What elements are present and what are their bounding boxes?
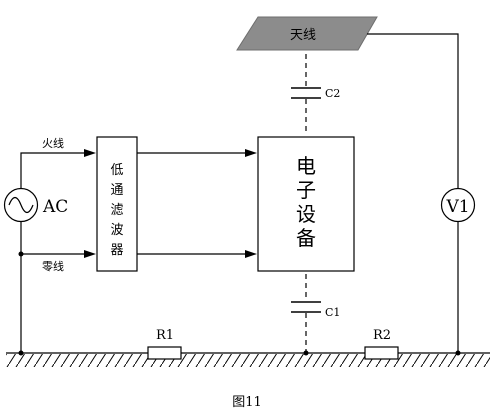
device-char-3: 设	[296, 202, 316, 226]
sine-wave-icon	[8, 196, 34, 214]
fire-wire-arrow	[84, 149, 96, 157]
zero-wire-arrow	[84, 250, 96, 258]
voltmeter-label: V1	[445, 197, 469, 217]
junction-dot-ground-mid	[303, 350, 309, 356]
device-char-1: 电	[296, 154, 316, 178]
resistor-r2	[364, 346, 399, 360]
junction-dot-ground-left	[18, 350, 24, 356]
device-top-arrow	[245, 149, 257, 157]
filter-char-1: 低	[110, 163, 123, 178]
junction-dot-ground-right	[455, 350, 461, 356]
fire-wire-label: 火线	[42, 136, 64, 150]
r1-label: R1	[156, 328, 174, 343]
low-pass-filter-box	[96, 136, 138, 272]
device-char-4: 备	[296, 226, 316, 250]
filter-device-wiring	[137, 152, 245, 255]
filter-char-5: 器	[110, 243, 123, 258]
voltmeter	[440, 187, 476, 223]
resistor-r1	[147, 346, 182, 360]
capacitor-c1	[291, 301, 321, 313]
junction-dot-zero	[18, 251, 24, 257]
device-bottom-arrow	[245, 250, 257, 258]
filter-char-2: 通	[110, 183, 123, 198]
zero-wire-label: 零线	[42, 259, 64, 273]
antenna-plate	[236, 16, 378, 51]
antenna-label: 天线	[290, 28, 316, 43]
c1-label: C1	[325, 306, 340, 319]
filter-char-3: 滤	[110, 203, 123, 218]
figure-caption: 图11	[232, 395, 262, 410]
c2-label: C2	[325, 87, 340, 100]
ground-hatch	[6, 354, 490, 367]
capacitor-c2	[291, 87, 321, 99]
source-wiring	[20, 152, 84, 353]
ac-label: AC	[42, 197, 68, 217]
device-char-2: 子	[296, 178, 316, 202]
r2-label: R2	[373, 328, 391, 343]
antenna-meter-wire	[367, 33, 459, 353]
electronic-device-box	[257, 136, 355, 272]
filter-char-4: 波	[110, 223, 123, 238]
